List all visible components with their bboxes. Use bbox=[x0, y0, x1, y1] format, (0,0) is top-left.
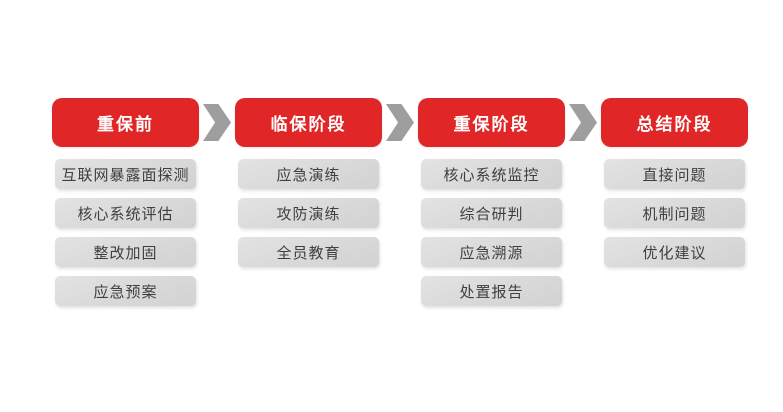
stage-header: 总结阶段 bbox=[601, 98, 748, 147]
process-flow-row: 重保前 互联网暴露面探测 核心系统评估 整改加固 应急预案 临保阶段 应急演练 … bbox=[52, 98, 748, 306]
stage-column-near-assurance: 临保阶段 应急演练 攻防演练 全员教育 bbox=[235, 98, 382, 267]
stage-item-list: 核心系统监控 综合研判 应急溯源 处置报告 bbox=[421, 159, 562, 306]
stage-item: 应急溯源 bbox=[421, 237, 562, 267]
stage-item: 优化建议 bbox=[604, 237, 745, 267]
stage-column-summary: 总结阶段 直接问题 机制问题 优化建议 bbox=[601, 98, 748, 267]
stage-title: 重保前 bbox=[97, 115, 154, 134]
stage-item: 应急预案 bbox=[55, 276, 196, 306]
stage-item: 互联网暴露面探测 bbox=[55, 159, 196, 189]
stage-title: 临保阶段 bbox=[270, 115, 347, 134]
stage-item-list: 直接问题 机制问题 优化建议 bbox=[604, 159, 745, 267]
stage-item: 核心系统监控 bbox=[421, 159, 562, 189]
stage-title: 总结阶段 bbox=[636, 115, 713, 134]
chevron-right-icon bbox=[386, 104, 414, 141]
stage-header: 重保阶段 bbox=[418, 98, 565, 147]
stage-item: 应急演练 bbox=[238, 159, 379, 189]
stage-item-list: 互联网暴露面探测 核心系统评估 整改加固 应急预案 bbox=[55, 159, 196, 306]
stage-column-assurance: 重保阶段 核心系统监控 综合研判 应急溯源 处置报告 bbox=[418, 98, 565, 306]
stage-item: 直接问题 bbox=[604, 159, 745, 189]
chevron-right-icon bbox=[203, 104, 231, 141]
stage-item: 综合研判 bbox=[421, 198, 562, 228]
stage-item: 机制问题 bbox=[604, 198, 745, 228]
stage-title: 重保阶段 bbox=[453, 115, 530, 134]
stage-item: 处置报告 bbox=[421, 276, 562, 306]
chevron-right-icon bbox=[569, 104, 597, 141]
stage-header: 重保前 bbox=[52, 98, 199, 147]
arrow-gap bbox=[199, 98, 235, 147]
stage-header: 临保阶段 bbox=[235, 98, 382, 147]
stage-item: 核心系统评估 bbox=[55, 198, 196, 228]
arrow-gap bbox=[565, 98, 601, 147]
stage-item: 整改加固 bbox=[55, 237, 196, 267]
stage-item-list: 应急演练 攻防演练 全员教育 bbox=[238, 159, 379, 267]
arrow-gap bbox=[382, 98, 418, 147]
stage-column-pre-assurance: 重保前 互联网暴露面探测 核心系统评估 整改加固 应急预案 bbox=[52, 98, 199, 306]
stage-item: 全员教育 bbox=[238, 237, 379, 267]
stage-item: 攻防演练 bbox=[238, 198, 379, 228]
